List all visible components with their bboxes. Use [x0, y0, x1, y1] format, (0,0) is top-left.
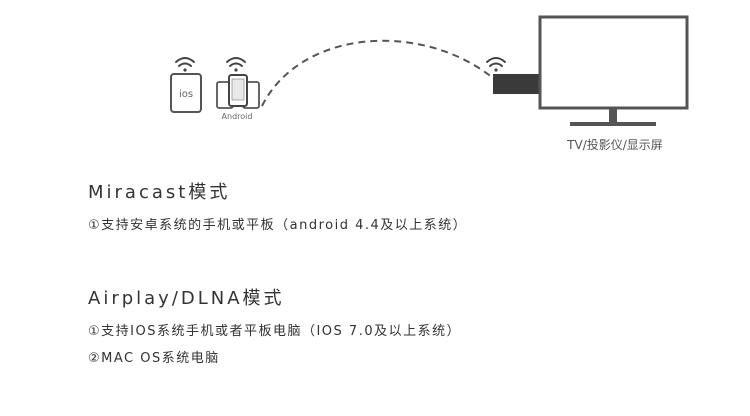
hdmi-dongle-icon [493, 74, 539, 94]
airplay-title: Airplay/DLNA模式 [88, 288, 285, 309]
miracast-item-1: ①支持安卓系统的手机或平板（android 4.4及以上系统） [88, 218, 468, 233]
miracast-title: Miracast模式 [88, 182, 231, 203]
airplay-item-1: ①支持IOS系统手机或者平板电脑（IOS 7.0及以上系统） [88, 324, 462, 339]
wifi-icon [175, 57, 195, 72]
android-phones-icon: Android [216, 74, 260, 121]
airplay-item-2: ②MAC OS系统电脑 [88, 351, 220, 366]
ios-label: ios [179, 89, 193, 100]
wifi-icon [226, 57, 246, 72]
connection-diagram: ios Android [0, 0, 750, 170]
android-label: Android [222, 112, 253, 121]
wifi-icon [486, 57, 506, 72]
ios-tablet-icon: ios [170, 73, 202, 113]
wireless-connection-line [261, 39, 494, 107]
tv-monitor-icon [538, 15, 689, 126]
tv-caption: TV/投影仪/显示屏 [567, 138, 663, 152]
